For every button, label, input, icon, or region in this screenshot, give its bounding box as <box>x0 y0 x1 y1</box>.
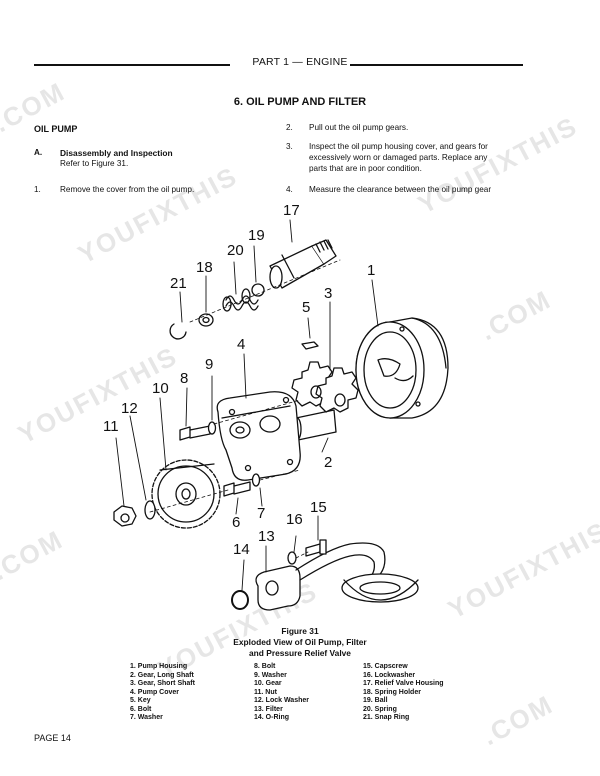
header-rule-right <box>326 64 523 66</box>
legend-item: 14. O-Ring <box>254 714 290 721</box>
legend-item: 11. Nut <box>254 688 277 696</box>
relief-valve-housing <box>269 239 337 289</box>
gear-short-shaft <box>291 361 359 413</box>
o-ring <box>231 590 249 610</box>
spring-holder <box>198 313 214 327</box>
callout-2: 2 <box>324 454 333 471</box>
legend-item: 4. Pump Cover <box>130 688 180 696</box>
pump-housing <box>355 317 449 419</box>
lock-washer <box>144 500 156 520</box>
step-text: excessively worn or damaged parts. Repla… <box>309 153 488 162</box>
callout-7: 7 <box>257 505 266 522</box>
legend-item: 16. Lockwasher <box>363 671 416 679</box>
legend-item: 19. Ball <box>363 697 388 704</box>
figure-label: Figure 31 <box>281 626 319 636</box>
step-number: 1. <box>34 185 41 194</box>
bolt-upper <box>179 425 211 441</box>
callout-10: 10 <box>152 380 169 397</box>
legend-item: 2. Gear, Long Shaft <box>130 671 194 679</box>
callout-15: 15 <box>310 499 327 516</box>
ball <box>251 283 265 297</box>
legend-column: 1. Pump Housing 2. Gear, Long Shaft 3. G… <box>130 663 195 723</box>
bolt-lower <box>223 481 251 497</box>
callout-4: 4 <box>237 336 246 353</box>
legend-column: 8. Bolt 9. Washer 10. Gear 11. Nut 12. L… <box>254 663 309 723</box>
callout-8: 8 <box>180 370 189 387</box>
legend-item: 20. Spring <box>363 705 397 713</box>
callout-1: 1 <box>367 262 376 279</box>
filter <box>255 542 419 611</box>
washer-upper <box>207 421 217 435</box>
legend-item: 10. Gear <box>254 680 282 687</box>
callout-5: 5 <box>302 299 311 316</box>
gear-long-shaft <box>292 409 337 441</box>
callout-11: 11 <box>103 418 119 435</box>
legend-column: 15. Capscrew 16. Lockwasher 17. Relief V… <box>363 663 444 723</box>
header-rule-left <box>34 64 230 66</box>
callout-17: 17 <box>283 202 300 219</box>
callout-21: 21 <box>170 275 187 292</box>
step-text: Remove the cover from the oil pump. <box>60 185 195 194</box>
step-text: Measure the clearance between the oil pu… <box>309 185 492 194</box>
legend-item: 12. Lock Washer <box>254 697 309 704</box>
oil-pump-heading: OIL PUMP <box>34 124 78 134</box>
callout-13: 13 <box>258 528 275 545</box>
figure-caption: Exploded View of Oil Pump, Filter <box>233 637 367 647</box>
step-text: Inspect the oil pump housing cover, and … <box>309 142 488 151</box>
pump-cover <box>216 391 301 481</box>
callout-20: 20 <box>227 242 244 259</box>
callout-12: 12 <box>121 400 138 417</box>
legend-item: 8. Bolt <box>254 663 276 670</box>
page-title: 6. OIL PUMP AND FILTER <box>233 96 367 108</box>
callout-19: 19 <box>248 227 265 244</box>
step-text: Pull out the oil pump gears. <box>309 123 409 132</box>
callout-9: 9 <box>205 356 214 373</box>
callout-3: 3 <box>324 285 333 302</box>
callout-14: 14 <box>233 541 250 558</box>
callout-16: 16 <box>286 511 303 528</box>
lockwasher-filter <box>287 551 297 565</box>
legend-item: 1. Pump Housing <box>130 663 188 670</box>
callout-6: 6 <box>232 514 241 531</box>
step-number: 3. <box>286 142 293 151</box>
step-number: 2. <box>286 123 293 132</box>
legend-item: 9. Washer <box>254 671 287 679</box>
legend-item: 5. Key <box>130 697 151 704</box>
legend-item: 7. Washer <box>130 714 163 721</box>
key <box>301 341 319 350</box>
legend-item: 18. Spring Holder <box>363 688 421 696</box>
step-number: 4. <box>286 185 293 194</box>
legend-item: 6. Bolt <box>130 705 152 713</box>
legend-item: 15. Capscrew <box>363 663 408 670</box>
sub-reference: Refer to Figure 31. <box>60 159 129 168</box>
section-header: PART 1 — ENGINE <box>250 56 350 68</box>
snap-ring <box>169 323 187 340</box>
large-gear <box>151 459 221 529</box>
spring <box>222 288 259 312</box>
sub-letter: A. <box>34 148 43 157</box>
figure-caption: and Pressure Relief Valve <box>249 648 351 658</box>
step-text: parts that are in poor condition. <box>309 164 422 173</box>
legend-item: 13. Filter <box>254 705 283 713</box>
page-number: PAGE 14 <box>34 733 71 743</box>
legend-item: 21. Snap Ring <box>363 714 410 721</box>
callout-18: 18 <box>196 259 213 276</box>
nut <box>113 505 137 527</box>
sub-heading: Disassembly and Inspection <box>60 148 173 158</box>
washer-lower <box>251 473 261 487</box>
legend-item: 3. Gear, Short Shaft <box>130 680 195 687</box>
legend-item: 17. Relief Valve Housing <box>363 680 444 687</box>
capscrew <box>305 539 327 557</box>
